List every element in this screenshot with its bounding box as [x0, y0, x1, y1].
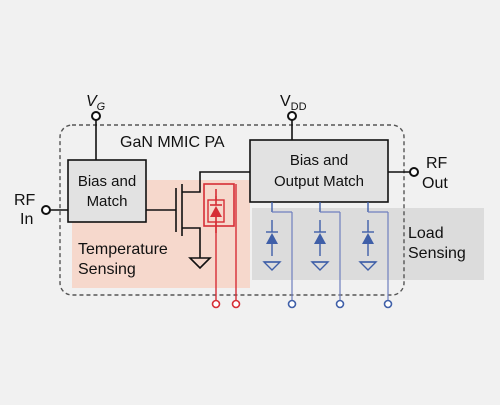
- load-sensor-3: [359, 202, 393, 309]
- bias-match-block: [67, 159, 147, 223]
- ground-icon: [188, 257, 212, 270]
- vdd-terminal-icon: [287, 111, 297, 121]
- load-sensor-1: [263, 202, 297, 309]
- load-sensor-2: [311, 202, 345, 309]
- bias-output-match-line2: Output Match: [274, 173, 364, 190]
- terminal-icon: [383, 299, 393, 309]
- terminal-icon: [287, 299, 297, 309]
- temperature-sensor: [203, 183, 241, 309]
- vdd-label: VDD: [280, 93, 307, 113]
- load-sensing-line2: Sensing: [408, 245, 466, 262]
- bias-output-match-line1: Bias and: [290, 152, 348, 169]
- vg-terminal-icon: [91, 111, 101, 121]
- bias-match-line2: Match: [87, 193, 128, 210]
- rf-out-terminal-icon: [409, 167, 419, 177]
- temperature-sensing-line2: Sensing: [78, 261, 136, 278]
- rf-in-label-line1: RF: [14, 192, 36, 209]
- chip-title: GaN MMIC PA: [120, 134, 225, 151]
- terminal-icon: [231, 299, 241, 309]
- bias-match-line1: Bias and: [78, 173, 136, 190]
- bias-output-match-block: [249, 139, 389, 203]
- transistor-icon: [146, 171, 250, 258]
- rf-in-label-line2: In: [20, 211, 33, 228]
- load-sensing-line1: Load: [408, 225, 444, 242]
- vg-label: VG: [86, 93, 106, 113]
- rf-out-label-line1: RF: [426, 155, 448, 172]
- terminal-icon: [211, 299, 221, 309]
- rf-in-terminal-icon: [41, 205, 51, 215]
- rf-out-label-line2: Out: [422, 175, 448, 192]
- terminal-icon: [335, 299, 345, 309]
- temperature-sensing-line1: Temperature: [78, 241, 168, 258]
